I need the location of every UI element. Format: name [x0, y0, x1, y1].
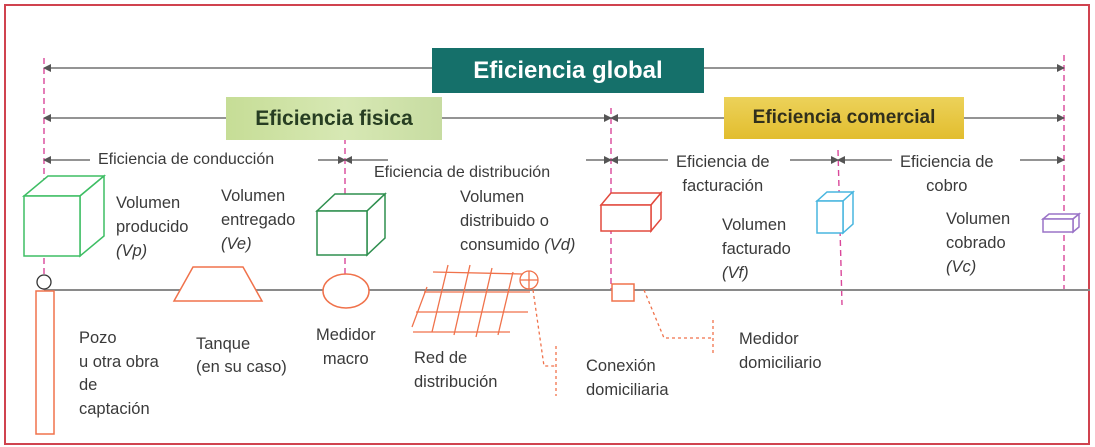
- pozo-label: Pozo u otra obra de captación: [79, 329, 159, 418]
- eficiencia-fisica-banner: Eficiencia fisica: [226, 97, 442, 140]
- cube-vd: [599, 190, 663, 234]
- red-distribucion-shape: [411, 264, 530, 338]
- diagram-frame: [4, 4, 1090, 445]
- volumen-distribuido-text: Volumen distribuido o consumido: [460, 188, 549, 254]
- cube-ve: [315, 192, 387, 257]
- eficiencia-global-banner: Eficiencia global: [432, 48, 704, 93]
- leader-lines: [532, 289, 714, 396]
- volumen-distribuido-symbol: (Vd): [544, 236, 576, 254]
- eficiencia-distribucion-label: Eficiencia de distribución: [372, 162, 553, 184]
- eficiencia-comercial-banner: Eficiencia comercial: [724, 97, 964, 139]
- eficiencia-conduccion-label: Eficiencia de conducción: [96, 149, 277, 171]
- volumen-entregado-label: Volumen entregado (Ve): [221, 184, 295, 256]
- volumen-entregado-text: Volumen entregado: [221, 187, 296, 229]
- volumen-producido-label: Volumen producido (Vp): [116, 191, 188, 263]
- conexion-domiciliaria-label: Conexión domiciliaria: [586, 357, 669, 399]
- cube-vf: [815, 190, 855, 235]
- volumen-facturado-symbol: (Vf): [722, 264, 749, 282]
- medidor-macro-label: Medidor macro: [316, 326, 376, 368]
- red-valve: [519, 270, 539, 290]
- volumen-producido-symbol: (Vp): [116, 242, 148, 260]
- volumen-producido-text: Volumen producido: [116, 194, 189, 236]
- volumen-facturado-text: Volumen facturado: [722, 216, 791, 258]
- red-distribucion-label: Red de distribución: [414, 349, 498, 391]
- conexion-box: [611, 283, 635, 302]
- cube-vp: [21, 174, 107, 258]
- tanque-shape: [172, 266, 264, 302]
- volumen-distribuido-label: Volumen distribuido o consumido (Vd): [460, 185, 610, 257]
- cube-vc: [1040, 212, 1082, 234]
- eficiencia-facturacion-label: Eficiencia de facturación: [676, 153, 770, 195]
- volumen-entregado-symbol: (Ve): [221, 235, 252, 253]
- volumen-facturado-label: Volumen facturado (Vf): [722, 213, 791, 285]
- tanque-label: Tanque (en su caso): [196, 335, 287, 376]
- pozo-shape: [35, 290, 55, 435]
- eficiencia-cobro-label: Eficiencia de cobro: [900, 153, 994, 195]
- pozo-valve: [36, 274, 52, 290]
- medidor-macro-shape: [322, 273, 370, 309]
- medidor-domiciliario-label: Medidor domiciliario: [739, 330, 822, 372]
- volumen-cobrado-label: Volumen cobrado (Vc): [946, 207, 1010, 279]
- volumen-cobrado-symbol: (Vc): [946, 258, 977, 276]
- efficiency-arrows: [43, 64, 1065, 164]
- volumen-cobrado-text: Volumen cobrado: [946, 210, 1011, 252]
